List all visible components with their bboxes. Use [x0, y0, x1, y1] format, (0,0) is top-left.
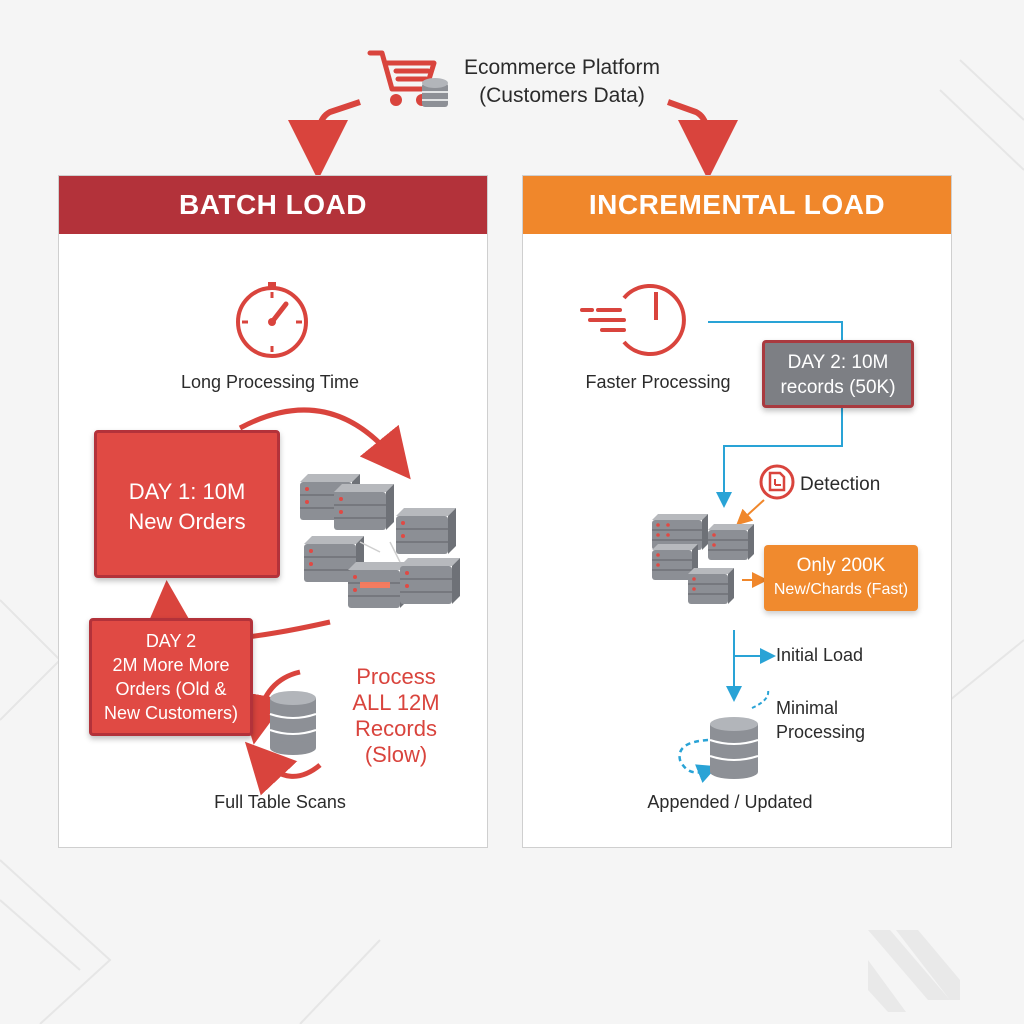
minimal-line-1: Minimal [776, 698, 839, 718]
corner-logo-icon [868, 930, 960, 1012]
dashed-cycle-arrow [678, 738, 718, 783]
process-all-text: Process ALL 12M Records (Slow) [340, 664, 452, 768]
only-line-2: New/Chards (Fast) [773, 581, 909, 598]
day2-line-4: New Customers) [103, 703, 239, 723]
arrow-to-incremental [666, 99, 738, 180]
day2-line-1: DAY 2 [145, 631, 197, 651]
dashed-arc-top [751, 689, 770, 709]
line-detection-to-servers [736, 499, 765, 526]
incremental-processing-label: Faster Processing [585, 372, 731, 392]
server-cluster-icon [651, 513, 755, 605]
database-icon [422, 78, 448, 107]
day2-records-box: DAY 2: 10M records (50K) [762, 340, 914, 408]
incremental-title: INCREMENTAL LOAD [523, 176, 951, 234]
full-table-scans-label: Full Table Scans [214, 792, 346, 812]
day2-line-3: Orders (Old & [115, 679, 227, 699]
day2-line-2: 2M More More [112, 655, 230, 675]
detection-icon [759, 464, 795, 500]
minimal-processing-label: Minimal Processing [776, 696, 886, 744]
day2-records-line-2: records (50K) [780, 377, 896, 398]
process-line-2: ALL 12M [352, 690, 440, 715]
initial-load-label: Initial Load [776, 645, 864, 665]
batch-title: BATCH LOAD [59, 176, 487, 234]
shopping-cart-icon [367, 50, 448, 107]
cycle-arrow-top [237, 669, 301, 745]
minimal-line-2: Processing [776, 722, 866, 742]
detection-label: Detection [800, 474, 881, 495]
database-icon [709, 717, 759, 779]
appended-updated-label: Appended / Updated [647, 792, 813, 812]
process-line-4: (Slow) [364, 742, 428, 767]
arrow-day1-to-servers [238, 407, 411, 480]
fast-clock-icon [580, 284, 686, 356]
line-clock-to-day2 [708, 321, 843, 340]
source-line-1: Ecommerce Platform [463, 56, 661, 79]
only-line-1: Only 200K [796, 555, 886, 576]
day1-line-2: New Orders [128, 509, 246, 534]
arrow-to-batch [288, 99, 361, 180]
server-cluster-icon [300, 474, 461, 609]
line-day2-to-servers [716, 408, 843, 508]
day1-box: DAY 1: 10M New Orders [94, 430, 280, 578]
day2-box: DAY 2 2M More More Orders (Old & New Cus… [89, 618, 253, 736]
batch-processing-label: Long Processing Time [180, 372, 360, 392]
cycle-arrow-bottom [244, 741, 322, 796]
clock-icon [236, 282, 308, 358]
source-line-2: (Customers Data) [479, 84, 645, 107]
database-icon [269, 691, 317, 755]
day1-line-1: DAY 1: 10M [128, 479, 246, 504]
process-line-3: Records [355, 716, 437, 741]
day2-records-line-1: DAY 2: 10M [787, 352, 889, 373]
process-line-1: Process [356, 664, 436, 689]
source-title: Ecommerce Platform (Customers Data) [452, 54, 672, 110]
only-200k-box: Only 200K New/Chards (Fast) [764, 545, 918, 611]
